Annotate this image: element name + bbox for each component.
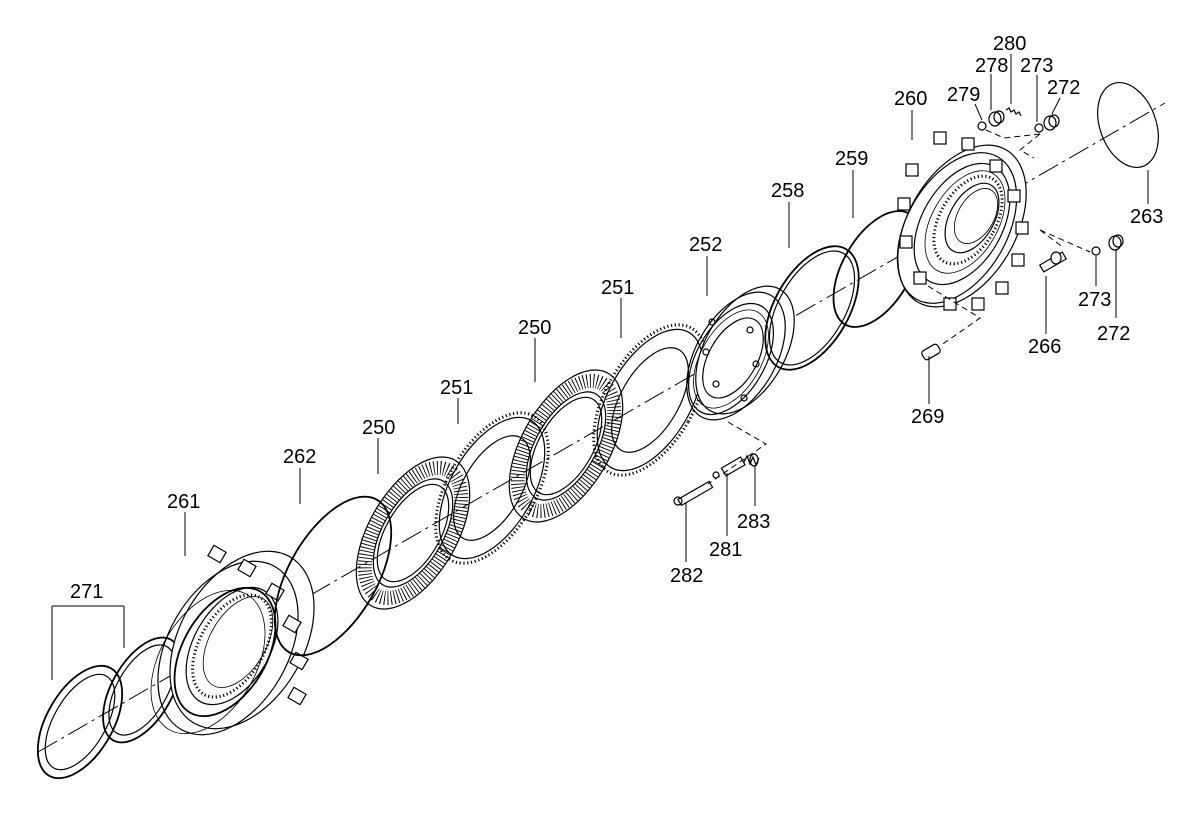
label-271: 271	[70, 581, 103, 603]
part-251-steel-disc-upper	[592, 323, 708, 477]
part-271-snap-rings	[36, 636, 182, 780]
label-252: 252	[689, 234, 722, 256]
label-280: 280	[993, 33, 1026, 55]
label-250-lower: 250	[362, 417, 395, 439]
label-259: 259	[835, 148, 868, 170]
label-282: 282	[670, 565, 703, 587]
parts-281-282-283-pins	[673, 453, 760, 507]
label-258: 258	[771, 180, 804, 202]
label-250-upper: 250	[518, 317, 551, 339]
label-251-lower: 251	[440, 377, 473, 399]
label-279: 279	[947, 84, 980, 106]
part-266-bolt	[1038, 251, 1068, 273]
label-281: 281	[709, 539, 742, 561]
label-262: 262	[283, 446, 316, 468]
part-250-friction-disc-upper	[508, 369, 624, 523]
label-261: 261	[167, 491, 200, 513]
label-283: 283	[737, 511, 770, 533]
part-269-plug	[921, 343, 941, 361]
part-262-ring	[273, 495, 393, 657]
leader-lines	[51, 54, 1149, 680]
part-261-clutch-drum	[150, 544, 315, 736]
label-273-lower: 273	[1078, 289, 1111, 311]
assembly-dashed-lines	[707, 129, 1091, 485]
label-272-upper: 272	[1047, 77, 1080, 99]
label-269: 269	[911, 406, 944, 428]
parts-278-279-280-hardware	[977, 107, 1022, 131]
parts-272-273-lower-hardware	[1091, 234, 1124, 256]
part-258-seal-ring	[764, 245, 860, 371]
label-260: 260	[894, 88, 927, 110]
label-273-upper: 273	[1020, 55, 1053, 77]
label-266: 266	[1028, 336, 1061, 358]
part-250-friction-disc-lower	[355, 456, 471, 610]
part-260-clutch-carrier	[896, 131, 1029, 311]
part-252-piston	[686, 285, 795, 421]
label-263: 263	[1130, 206, 1163, 228]
parts-272-273-upper-hardware	[1034, 114, 1060, 133]
label-278: 278	[975, 55, 1008, 77]
part-263-o-ring	[1097, 81, 1159, 169]
label-272-lower: 272	[1097, 323, 1130, 345]
label-251-upper: 251	[601, 277, 634, 299]
